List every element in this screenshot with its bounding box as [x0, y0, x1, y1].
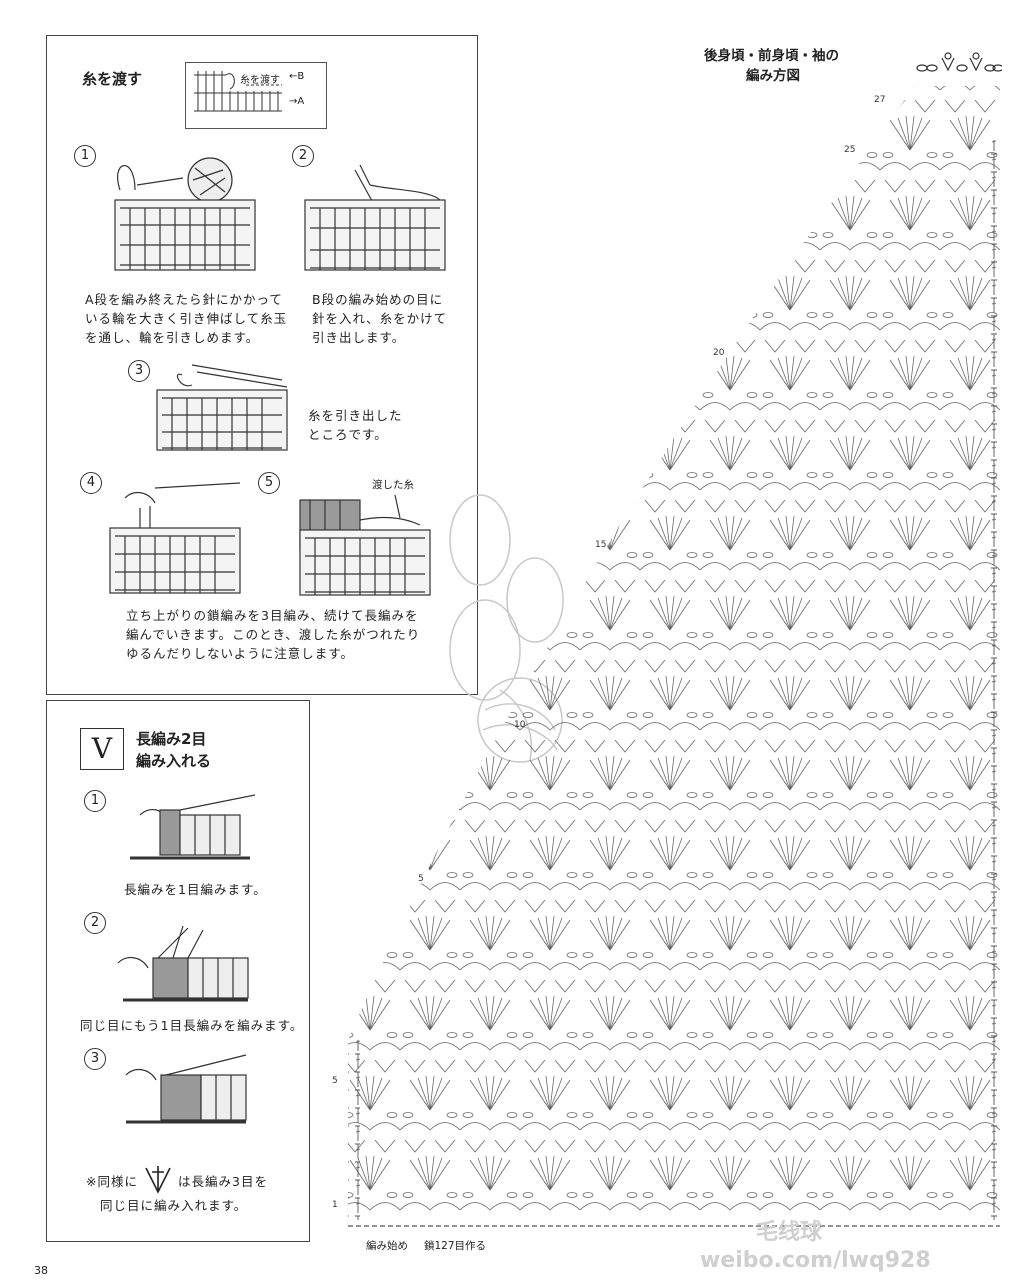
step-5-illustration [299, 494, 431, 596]
step-1-illustration [114, 157, 256, 271]
chart-left-edge-stitches [348, 1040, 360, 1220]
watermark-url: weibo.com/lwq928 [700, 1248, 931, 1273]
step-5-number: 5 [258, 472, 280, 494]
chart-title-line1: 後身頃・前身頃・袖の [704, 48, 839, 64]
mini-chart-label: 糸を渡す [240, 75, 280, 86]
step-2-illustration [304, 164, 446, 271]
chart-start-label: 編み始め [366, 1240, 408, 1252]
dc-note-line1-b: は長編み3目を [178, 1174, 268, 1189]
panel-bottom-title-2: 編み入れる [136, 752, 212, 770]
row-label-5-upper: 5 [418, 874, 424, 884]
mini-chart-marker-b: ←B [289, 71, 305, 82]
chart-title-line2: 編み方図 [746, 68, 800, 84]
step-3-text: 糸を引き出した ところです。 [308, 408, 403, 442]
mini-chart: 糸を渡す ←B →A [185, 62, 327, 129]
mini-chart-marker-a: →A [289, 96, 305, 107]
step-2-text: B段の編み始めの目に 針を入れ、糸をかけて 引き出します。 [312, 292, 448, 345]
dc-step-1-number: 1 [84, 790, 106, 812]
dc-note-line2: 同じ目に編み入れます。 [100, 1198, 248, 1213]
row-label-27: 27 [874, 95, 886, 105]
row-label-10: 10 [514, 720, 526, 730]
row-label-5-lower: 5 [332, 1076, 338, 1086]
dc-note-line1-a: ※同様に [86, 1174, 138, 1189]
dc-step-2-illustration [117, 925, 249, 1002]
dc-step-1-illustration [130, 794, 256, 860]
mini-chart-stitches [194, 71, 282, 112]
v-symbol-icon: V [91, 732, 113, 765]
step-5-label: 渡した糸 [372, 479, 414, 491]
v-symbol-box: V [80, 728, 124, 770]
step-4-illustration [109, 482, 241, 594]
page-number: 38 [34, 1264, 48, 1277]
step-3-illustration [156, 364, 288, 451]
row-label-15: 15 [595, 540, 607, 550]
row-label-1: 1 [332, 1200, 338, 1210]
step-1-text: A段を編み終えたら針にかかって いる輪を大きく引き伸ばして糸玉 を通し、輪を引き… [85, 292, 288, 345]
chart-right-edge-stitches [990, 140, 1000, 1220]
chart-stitch-area [348, 86, 1000, 1220]
steps-4-5-text: 立ち上がりの鎖編みを3目編み、続けて長編みを 編んでいきます。このとき、渡した糸… [126, 608, 421, 661]
dc-step-1-text: 長編みを1目編みます。 [124, 882, 267, 897]
step-2-number: 2 [292, 145, 314, 167]
triple-v-symbol-icon [145, 1166, 171, 1194]
row-label-25: 25 [844, 145, 856, 155]
chain-legend-icon [916, 52, 1002, 72]
dc-step-2-text: 同じ目にもう1目長編みを編みます。 [80, 1018, 304, 1033]
crochet-chart [348, 86, 1000, 1227]
dc-step-2-number: 2 [84, 912, 106, 934]
step-1-number: 1 [74, 145, 96, 167]
step-3-number: 3 [128, 360, 150, 382]
row-label-20: 20 [713, 348, 725, 358]
watermark-logo: 毛线球 [756, 1220, 823, 1245]
chart-chain-label: 鎖127目作る [424, 1240, 487, 1252]
panel-bottom-title-1: 長編み2目 [136, 730, 207, 748]
step-4-number: 4 [80, 472, 102, 494]
panel-title: 糸を渡す [82, 70, 143, 88]
dc-step-3-number: 3 [84, 1048, 106, 1070]
dc-step-3-illustration [125, 1054, 247, 1124]
